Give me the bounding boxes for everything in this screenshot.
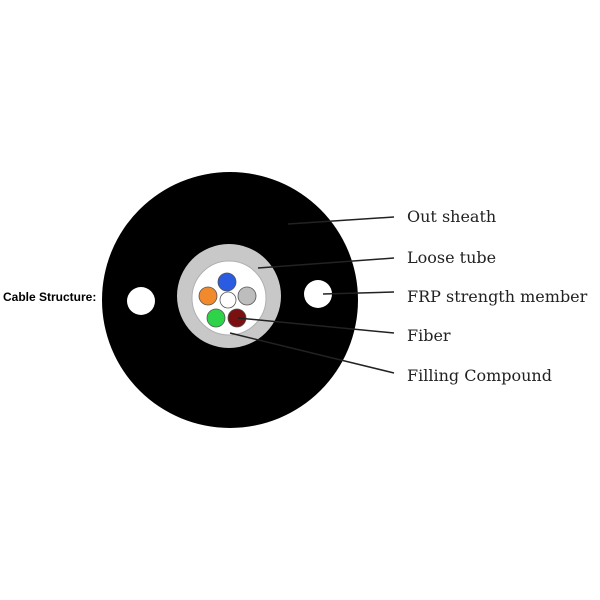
frp-strength-member-right [304, 280, 332, 308]
label-filling-compound: Filling Compound [407, 366, 552, 385]
label-out-sheath: Out sheath [407, 207, 496, 226]
frp-strength-member-left [127, 287, 155, 315]
fiber-brown [227, 308, 247, 328]
label-frp-strength-member: FRP strength member [407, 287, 588, 306]
leader-line-out-sheath [287, 216, 395, 225]
fiber-white [219, 291, 237, 309]
fiber-gray [237, 286, 257, 306]
fiber-blue [217, 272, 237, 292]
page-title: Cable Structure: [3, 290, 97, 304]
leader-line-frp-strength-member [322, 291, 395, 295]
fiber-green [206, 308, 226, 328]
label-fiber: Fiber [407, 326, 451, 345]
leader-line-filling-compound [229, 332, 395, 374]
fiber-orange [198, 286, 218, 306]
label-loose-tube: Loose tube [407, 248, 496, 267]
leader-line-loose-tube [257, 257, 395, 269]
leader-line-fiber [237, 317, 395, 334]
